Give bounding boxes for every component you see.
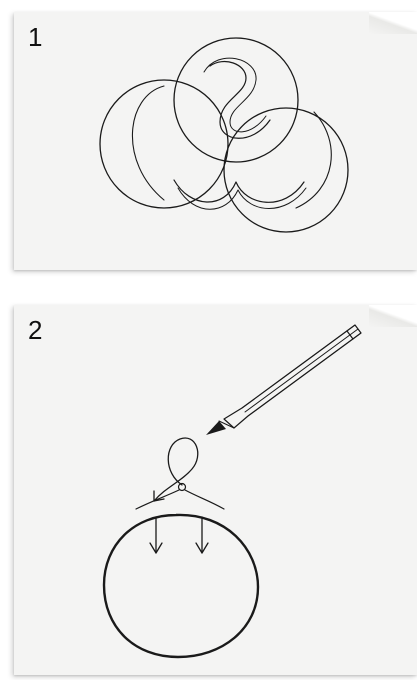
down-arrow-left — [150, 517, 162, 553]
step-1-card: 1 — [14, 12, 417, 270]
left-circle — [100, 80, 228, 208]
top-circle — [174, 38, 298, 162]
pencil-icon — [206, 325, 361, 435]
hanger-lines — [136, 490, 224, 509]
big-circle — [104, 515, 258, 657]
pencil-and-circle-drawing — [14, 305, 417, 675]
down-arrow-right — [196, 517, 208, 553]
bottom-lobes — [174, 180, 306, 209]
step-2-card: 2 — [14, 305, 417, 675]
overlapping-circles-drawing — [14, 12, 417, 270]
right-circle — [224, 108, 348, 232]
